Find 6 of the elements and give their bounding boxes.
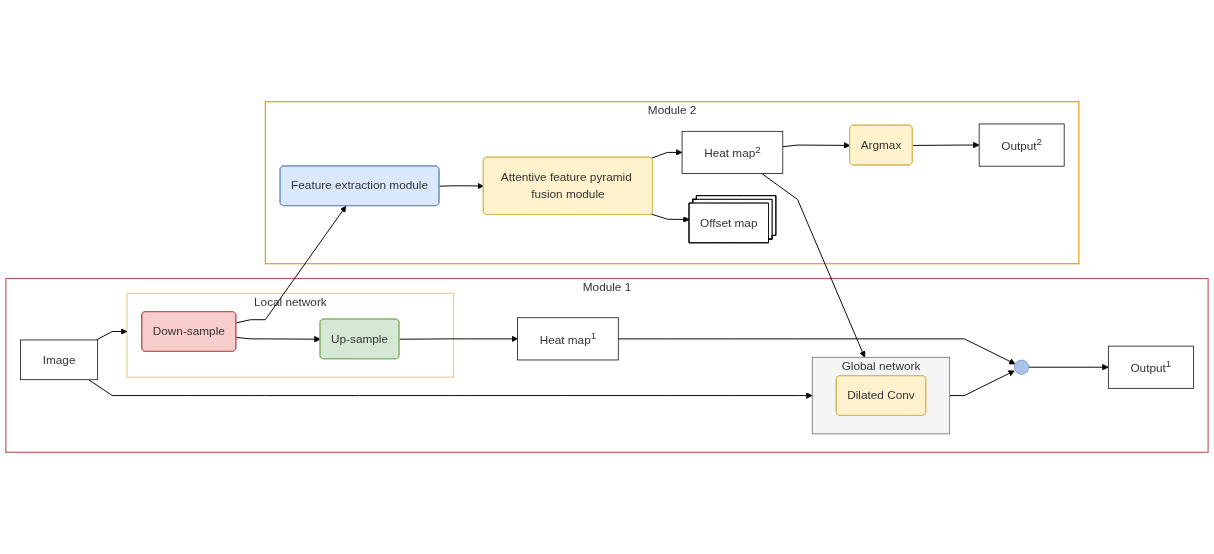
node-box: Output$^{1}$ xyxy=(1108,345,1194,389)
node-circle xyxy=(1014,359,1030,375)
node-box: Image xyxy=(20,339,98,381)
node-box: Heat map$^{2}$ xyxy=(681,130,784,174)
node-box: Output$^{2}$ xyxy=(978,123,1065,167)
node-box: Heat map$^{1}$ xyxy=(517,317,619,361)
